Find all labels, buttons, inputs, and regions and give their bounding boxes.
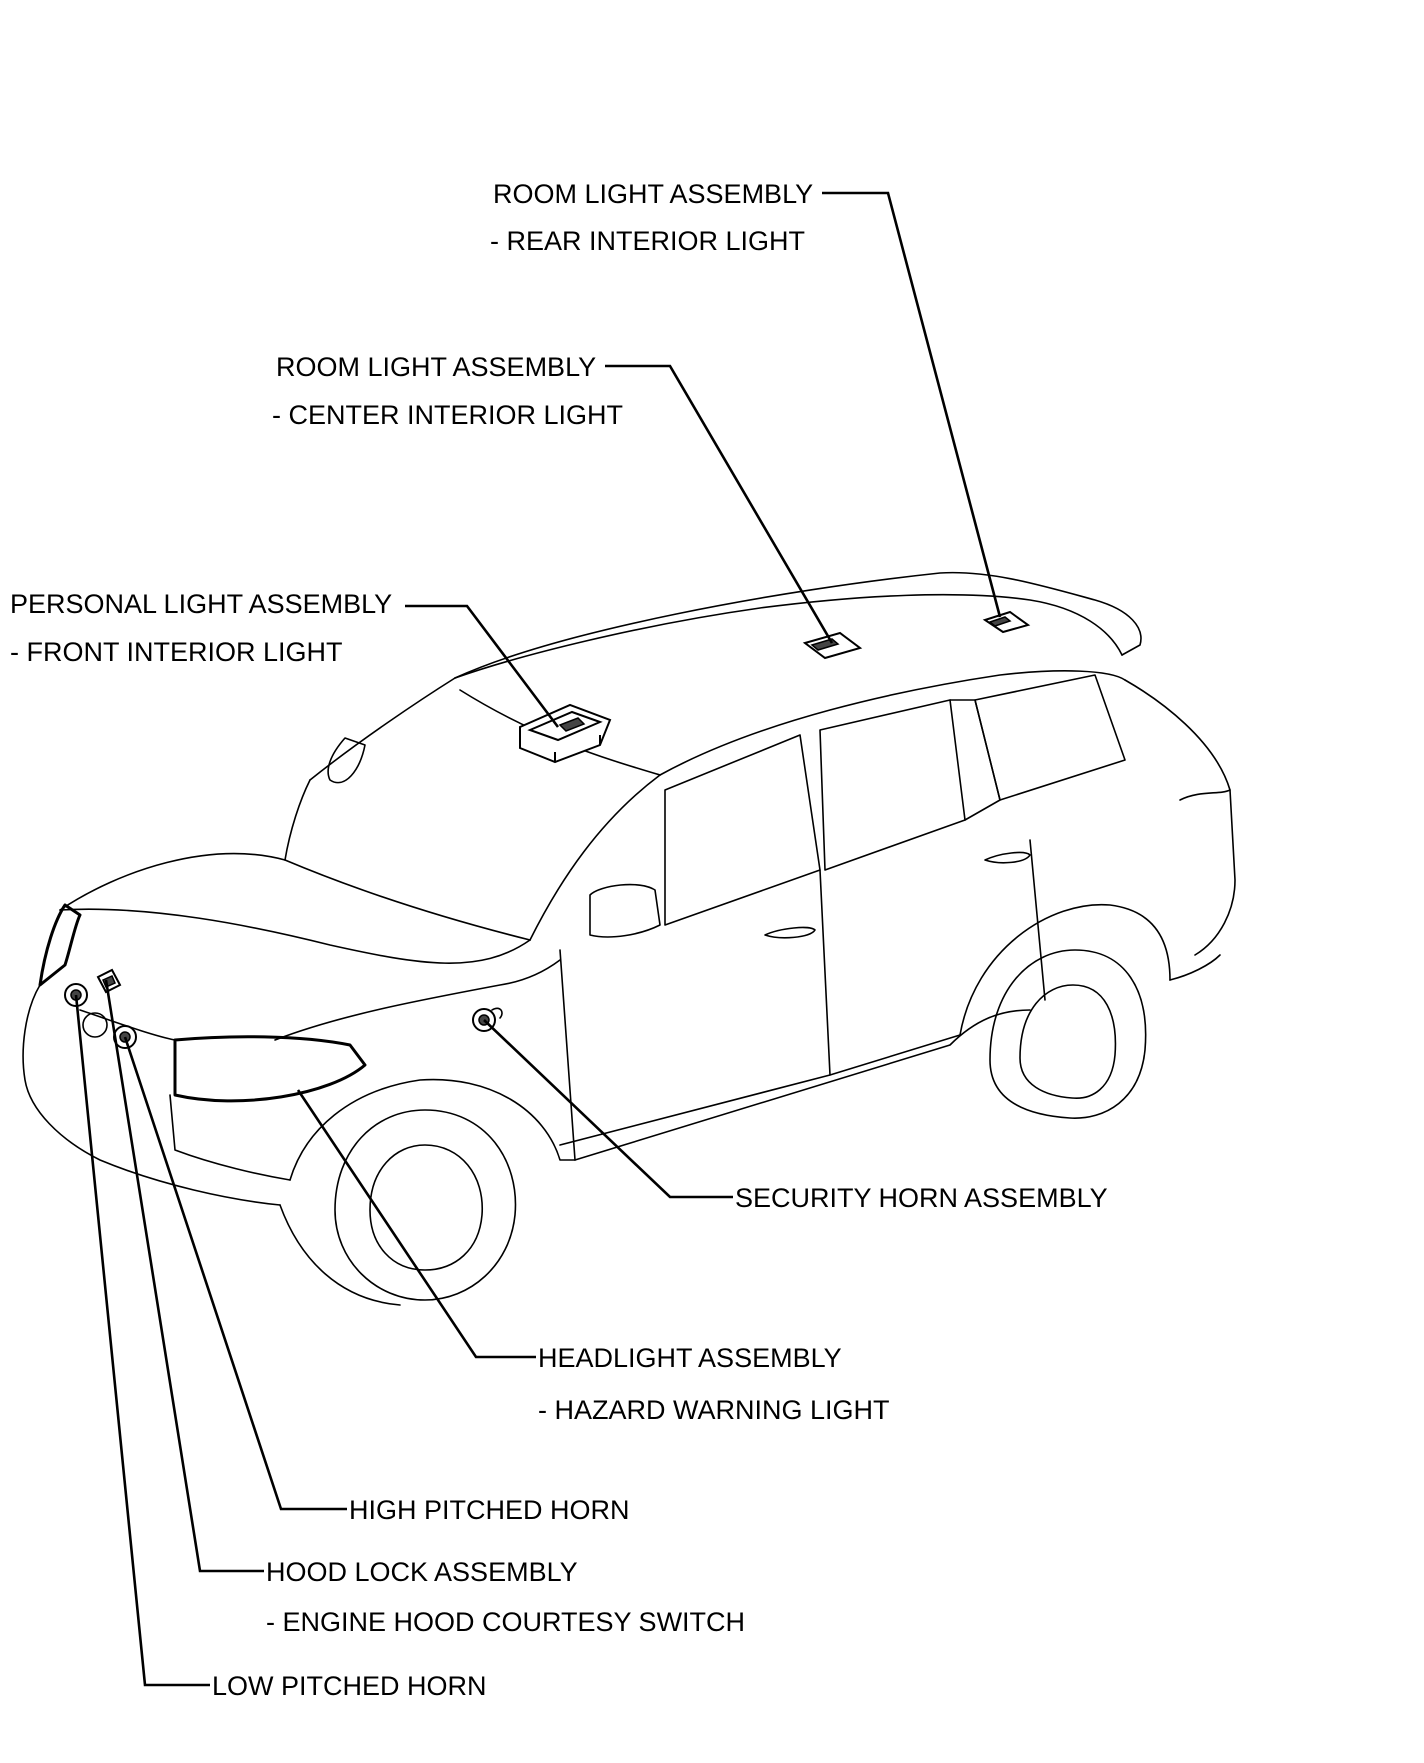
personal-light-name: PERSONAL LIGHT ASSEMBLY xyxy=(10,589,392,619)
hood-lock-sub: - ENGINE HOOD COURTESY SWITCH xyxy=(266,1607,745,1637)
leader-high-horn xyxy=(123,1036,347,1511)
component-center-interior-light xyxy=(802,631,863,660)
leader-room-light-center xyxy=(605,364,834,644)
component-security-horn xyxy=(472,1007,503,1032)
leader-lines xyxy=(74,191,1002,1687)
callout-room-light-center: ROOM LIGHT ASSEMBLY - CENTER INTERIOR LI… xyxy=(272,352,623,430)
callout-security-horn: SECURITY HORN ASSEMBLY xyxy=(735,1183,1108,1213)
component-rear-interior-light xyxy=(982,610,1031,634)
high-horn-name: HIGH PITCHED HORN xyxy=(349,1495,630,1525)
callout-high-horn: HIGH PITCHED HORN xyxy=(349,1495,630,1525)
callout-low-horn: LOW PITCHED HORN xyxy=(212,1671,487,1701)
leader-hood-lock xyxy=(104,979,264,1573)
callout-room-light-rear: ROOM LIGHT ASSEMBLY - REAR INTERIOR LIGH… xyxy=(490,179,813,256)
room-light-rear-sub: - REAR INTERIOR LIGHT xyxy=(490,226,805,256)
room-light-center-name: ROOM LIGHT ASSEMBLY xyxy=(276,352,596,382)
room-light-center-sub: - CENTER INTERIOR LIGHT xyxy=(272,400,623,430)
headlight-sub: - HAZARD WARNING LIGHT xyxy=(538,1395,890,1425)
leader-room-light-rear xyxy=(822,191,1002,618)
security-horn-name: SECURITY HORN ASSEMBLY xyxy=(735,1183,1108,1213)
leader-low-horn xyxy=(74,994,210,1687)
callout-hood-lock: HOOD LOCK ASSEMBLY - ENGINE HOOD COURTES… xyxy=(266,1557,745,1637)
vehicle-outline xyxy=(22,571,1236,1306)
hood-lock-name: HOOD LOCK ASSEMBLY xyxy=(266,1557,578,1587)
component-hood-lock xyxy=(96,968,122,994)
callout-personal-light: PERSONAL LIGHT ASSEMBLY - FRONT INTERIOR… xyxy=(10,589,392,667)
room-light-rear-name: ROOM LIGHT ASSEMBLY xyxy=(493,179,813,209)
leader-security-horn xyxy=(483,1019,733,1199)
headlight-name: HEADLIGHT ASSEMBLY xyxy=(538,1343,842,1373)
low-horn-name: LOW PITCHED HORN xyxy=(212,1671,487,1701)
leader-headlight xyxy=(296,1089,536,1359)
component-front-interior-light xyxy=(519,703,612,764)
personal-light-sub: - FRONT INTERIOR LIGHT xyxy=(10,637,343,667)
callout-headlight: HEADLIGHT ASSEMBLY - HAZARD WARNING LIGH… xyxy=(538,1343,890,1425)
leader-personal-light xyxy=(405,604,560,728)
